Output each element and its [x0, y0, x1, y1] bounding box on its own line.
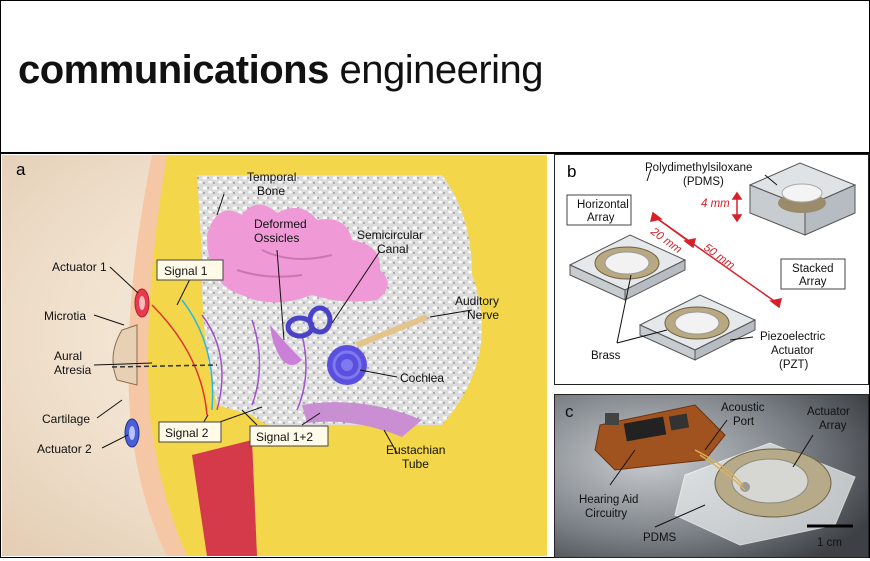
- journal-header: communications engineering: [0, 0, 870, 154]
- journal-title: communications engineering: [18, 48, 544, 93]
- horizontal-array-block-2: [638, 294, 757, 361]
- label-bone: Bone: [257, 184, 285, 198]
- label-canal: Canal: [377, 242, 408, 256]
- label-acoustic: Acoustic: [721, 402, 765, 414]
- cartilage: [112, 324, 138, 386]
- label-eustachian: Eustachian: [386, 443, 445, 457]
- label-circuitry: Circuitry: [585, 508, 627, 520]
- signal-1-box: [156, 259, 224, 281]
- panel-b-actuator-arrays: b Polydimethylsiloxane (PDMS) Horizontal…: [554, 154, 869, 385]
- label-dim-50mm: 50 mm: [701, 242, 737, 273]
- label-microtia: Microtia: [44, 309, 86, 323]
- label-pdms-abbrev: (PDMS): [683, 176, 724, 188]
- label-actuator-array: Actuator: [807, 406, 850, 418]
- label-ossicles: Ossicles: [254, 231, 299, 245]
- label-deformed: Deformed: [254, 217, 307, 231]
- panel-a-ear-anatomy: a Actuator 1 Microtia Aural Atresia Cart…: [2, 155, 547, 556]
- label-horizontal: Horizontal: [577, 199, 629, 211]
- signal-1-2-box: [249, 425, 329, 447]
- muscle: [192, 440, 257, 556]
- label-tube: Tube: [402, 457, 429, 471]
- label-stacked: Stacked: [792, 263, 834, 275]
- temporal-bone: [197, 175, 482, 431]
- label-brass: Brass: [591, 350, 621, 362]
- label-pzt: (PZT): [779, 359, 809, 371]
- horizontal-array-box: [566, 194, 632, 226]
- label-actuator: Actuator: [771, 345, 814, 357]
- label-stacked-array: Array: [799, 276, 827, 288]
- label-piezoelectric: Piezoelectric: [760, 331, 825, 343]
- horizontal-array-block-1: [568, 234, 687, 301]
- label-signal-1: Signal 1: [164, 264, 208, 278]
- hearing-aid-circuit-board: [594, 404, 726, 471]
- signal-paths: [151, 299, 307, 416]
- label-temporal: Temporal: [247, 170, 296, 184]
- device-photo: c Acoustic Port Actuator Array Hearing A…: [555, 395, 868, 557]
- deformed-ossicles: [270, 325, 302, 365]
- label-aural: Aural: [54, 349, 82, 363]
- ear-anatomy-illustration: a Actuator 1 Microtia Aural Atresia Cart…: [16, 155, 547, 556]
- label-actuator-1: Actuator 1: [52, 260, 107, 274]
- label-scale: 1 cm: [817, 537, 842, 549]
- label-cochlea: Cochlea: [400, 371, 444, 385]
- panel-c-device-photo: c Acoustic Port Actuator Array Hearing A…: [554, 394, 869, 558]
- auditory-nerve: [355, 314, 429, 348]
- label-pdms: PDMS: [643, 532, 677, 544]
- label-signal-1-2: Signal 1+2: [256, 430, 313, 444]
- label-nerve: Nerve: [467, 308, 499, 322]
- panel-a-label: a: [16, 160, 26, 179]
- stacked-array-block: [748, 162, 857, 236]
- label-signal-2: Signal 2: [165, 426, 209, 440]
- journal-title-light: engineering: [339, 48, 544, 92]
- journal-title-bold: communications: [18, 48, 329, 92]
- signal-2-box: [158, 421, 222, 443]
- label-port: Port: [733, 416, 755, 428]
- label-array: Array: [819, 420, 847, 432]
- panel-c-label: c: [565, 402, 574, 421]
- actuator-array-diagram: b Polydimethylsiloxane (PDMS) Horizontal…: [566, 162, 857, 371]
- label-semicircular: Semicircular: [357, 228, 423, 242]
- label-dim-4mm: 4 mm: [701, 198, 730, 210]
- cochlea: [327, 345, 367, 385]
- label-horizontal-array: Array: [587, 212, 615, 224]
- label-hearing-aid: Hearing Aid: [579, 494, 638, 506]
- label-auditory: Auditory: [455, 294, 499, 308]
- label-pdms-full: Polydimethylsiloxane: [645, 162, 752, 174]
- panel-b-label: b: [567, 162, 576, 181]
- stacked-array-box: [780, 258, 846, 290]
- temporal-bone-folds: [207, 204, 388, 303]
- semicircular-canal: [285, 305, 333, 339]
- eustachian-tube: [302, 402, 422, 437]
- label-cartilage: Cartilage: [42, 412, 90, 426]
- label-actuator-2: Actuator 2: [37, 442, 92, 456]
- label-atresia: Atresia: [54, 363, 92, 377]
